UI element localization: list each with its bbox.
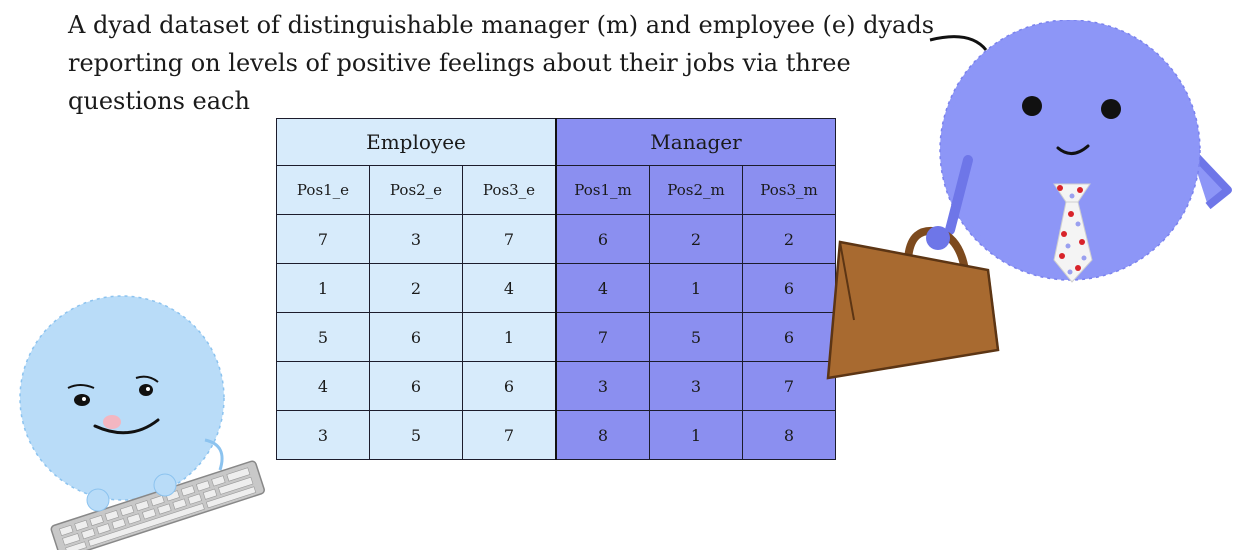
table-cell: 6 — [369, 312, 463, 362]
table-cell: 8 — [555, 410, 650, 460]
table-cell: 6 — [555, 214, 650, 264]
table-cell: 2 — [369, 263, 463, 313]
table-cell: 6 — [742, 263, 836, 313]
tie — [1053, 183, 1093, 283]
table-row: 4 6 6 3 3 7 — [276, 361, 836, 411]
table-cell: 6 — [369, 361, 463, 411]
fuzzy-employee-creature-with-keyboard-icon — [19, 295, 265, 550]
table-cell: 7 — [276, 214, 370, 264]
table-cell: 5 — [369, 410, 463, 460]
group-header-row: Employee Manager — [276, 118, 836, 166]
table-cell: 7 — [462, 410, 557, 460]
table-cell: 5 — [649, 312, 743, 362]
eyes — [67, 375, 159, 406]
table-cell: 3 — [649, 361, 743, 411]
table-cell: 3 — [555, 361, 650, 411]
table-cell: 7 — [462, 214, 557, 264]
table-cell: 2 — [649, 214, 743, 264]
table-cell: 4 — [462, 263, 557, 313]
table-row: 3 5 7 8 1 8 — [276, 410, 836, 460]
table-row: 5 6 1 7 5 6 — [276, 312, 836, 362]
table-cell: 1 — [276, 263, 370, 313]
table-cell: 4 — [276, 361, 370, 411]
briefcase — [826, 226, 1000, 380]
table-cell: 3 — [276, 410, 370, 460]
table-cell: 8 — [742, 410, 836, 460]
table-cell: 6 — [462, 361, 557, 411]
figure-caption: A dyad dataset of distinguishable manage… — [68, 11, 935, 115]
column-header: Pos1_m — [555, 165, 650, 215]
fuzzy-manager-creature-with-tie-and-briefcase-icon — [826, 20, 1232, 380]
table-cell: 1 — [649, 263, 743, 313]
dyad-data-table: Employee Manager Pos1_e Pos2_e Pos3_e Po… — [276, 118, 836, 460]
manager-group-header: Manager — [555, 118, 836, 166]
employee-group-header: Employee — [276, 118, 557, 166]
column-header: Pos3_m — [742, 165, 836, 215]
table-cell: 4 — [555, 263, 650, 313]
table-cell: 5 — [276, 312, 370, 362]
table-cell: 6 — [742, 312, 836, 362]
table-cell: 1 — [649, 410, 743, 460]
column-header: Pos2_e — [369, 165, 463, 215]
table-row: 7 3 7 6 2 2 — [276, 214, 836, 264]
column-header: Pos3_e — [462, 165, 557, 215]
table-cell: 3 — [369, 214, 463, 264]
table-cell: 1 — [462, 312, 557, 362]
column-header: Pos2_m — [649, 165, 743, 215]
table-cell: 7 — [555, 312, 650, 362]
column-header-row: Pos1_e Pos2_e Pos3_e Pos1_m Pos2_m Pos3_… — [276, 165, 836, 215]
table-row: 1 2 4 4 1 6 — [276, 263, 836, 313]
column-header: Pos1_e — [276, 165, 370, 215]
